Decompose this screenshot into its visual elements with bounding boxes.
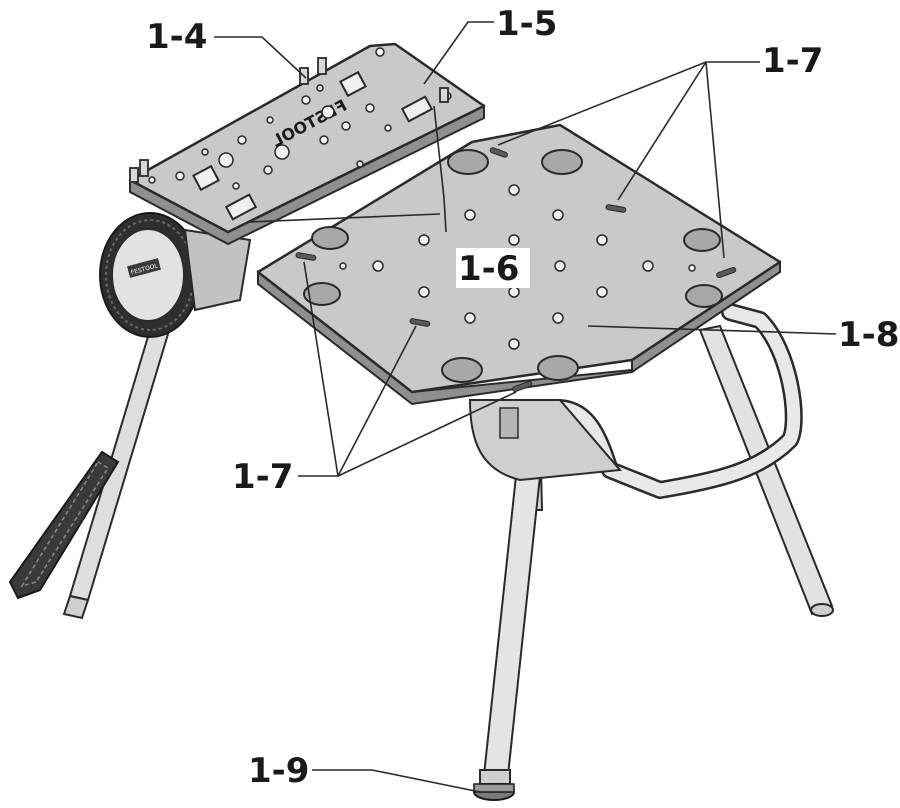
right-rear-leg bbox=[698, 324, 834, 617]
clamp-slots bbox=[295, 147, 737, 393]
left-leg bbox=[62, 328, 170, 620]
label-1-5: 1-5 bbox=[496, 4, 557, 44]
leader-lines bbox=[214, 21, 837, 793]
label-1-6: 1-6 bbox=[458, 249, 519, 289]
label-1-9: 1-9 bbox=[248, 751, 309, 791]
label-1-8: 1-8 bbox=[838, 315, 899, 355]
mounting-plate: FESTOOL bbox=[128, 42, 486, 246]
label-1-7-bottom: 1-7 bbox=[232, 457, 293, 497]
under-housing bbox=[468, 399, 623, 482]
label-1-7-top: 1-7 bbox=[762, 41, 823, 81]
label-1-4: 1-4 bbox=[146, 17, 207, 57]
support-bracket bbox=[183, 228, 252, 312]
foot-pedal bbox=[8, 450, 120, 600]
label-1-6-bg bbox=[456, 248, 530, 288]
carry-handle bbox=[551, 303, 803, 499]
leveling-foot bbox=[473, 783, 515, 801]
